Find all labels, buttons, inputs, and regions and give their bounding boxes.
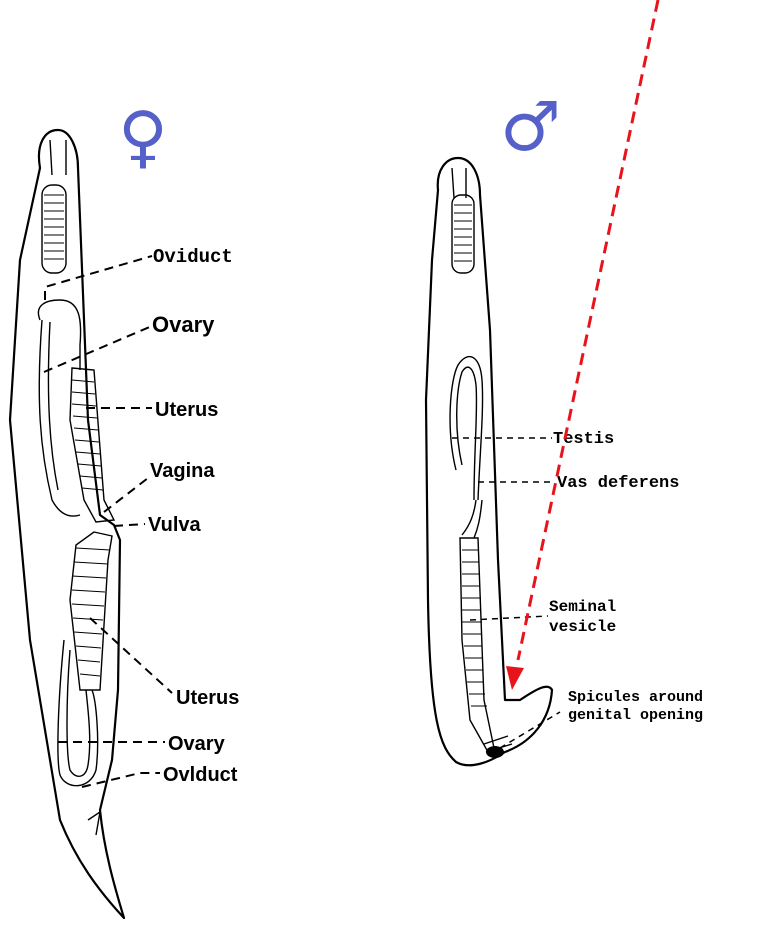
leader-vagina [104,478,148,512]
male-symbol-icon: ♂ [500,88,561,167]
label-spicules-line1: Spicules around [568,689,703,706]
leader-spicules [500,712,560,748]
female-pharynx [42,185,66,273]
male-vas-deferens [462,500,476,535]
male-pharynx-hatching [454,205,472,261]
label-oviduct-top: Oviduct [153,246,233,268]
male-worm: ♂ [426,88,703,765]
leader-seminal-vesicle [470,616,548,620]
male-seminal-vesicle [460,538,494,752]
label-seminal-vesicle-line2: vesicle [549,618,616,636]
leader-ovary-top [44,326,152,372]
label-vagina: Vagina [150,460,215,482]
label-spicules-line2: genital opening [568,707,703,724]
female-ovary-lower [58,640,98,786]
label-uterus-top: Uterus [155,399,218,421]
leader-oviduct-top [45,256,152,300]
female-body-outline [10,130,124,918]
label-vas-deferens: Vas deferens [557,474,679,493]
female-worm: ♀ [10,98,239,918]
female-pharynx-hatching [44,195,64,259]
label-ovary-bottom: Ovary [168,733,226,755]
female-anus-mark [88,812,100,835]
male-body-outline [426,158,552,765]
female-uterus-lower [70,532,112,690]
leader-vulva [114,524,145,526]
label-uterus-bottom: Uterus [176,687,239,709]
male-mouth-lines [452,168,466,198]
female-mouth-lines [50,140,66,175]
label-oviduct-bottom: Ovlduct [163,764,238,786]
label-ovary-top: Ovary [152,312,215,337]
label-vulva: Vulva [148,514,201,536]
female-symbol-icon: ♀ [118,98,168,177]
red-pointer-arrowhead-icon [506,666,524,690]
label-seminal-vesicle-line1: Seminal [549,598,616,616]
male-testis [450,357,482,500]
